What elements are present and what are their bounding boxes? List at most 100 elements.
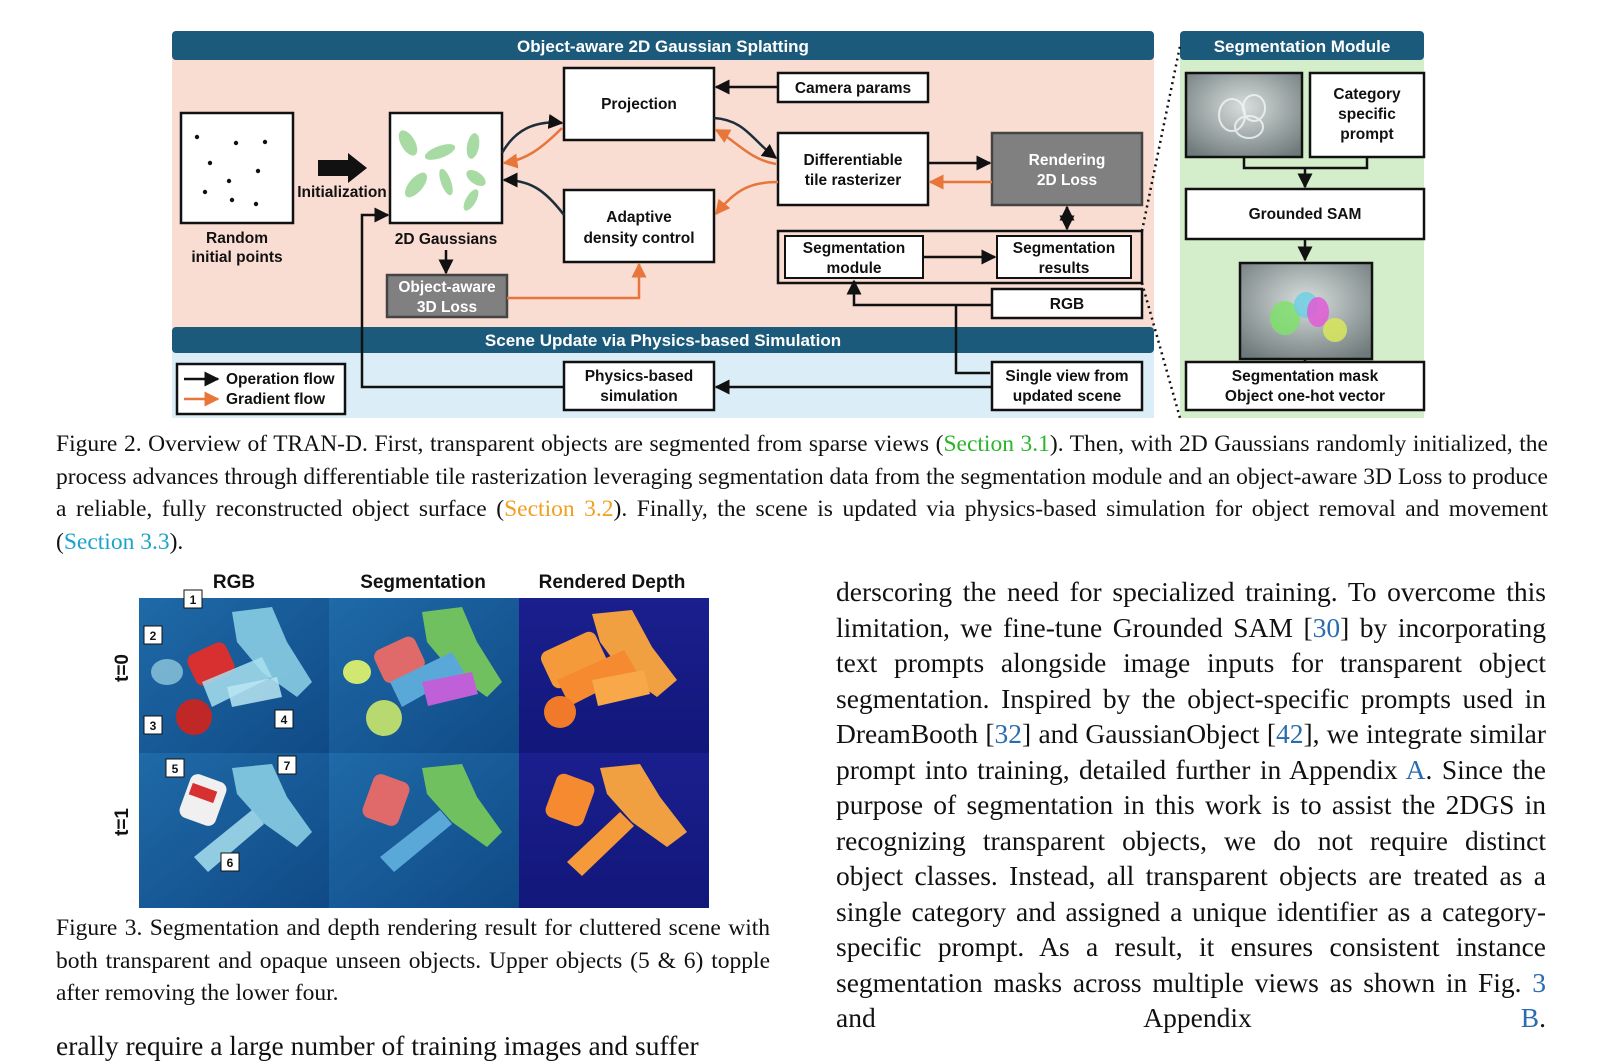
legend-gradient-label: Gradient flow — [226, 391, 326, 408]
rendering-loss-label-1: Rendering — [1029, 152, 1106, 169]
figure-3-image-grid: RGB Segmentation Rendered Depth t=0 t=1 — [112, 572, 709, 908]
random-points-label-1: Random — [206, 230, 268, 247]
grounded-sam-label: Grounded SAM — [1249, 206, 1362, 223]
rasterizer-box — [776, 131, 930, 207]
single-view-box — [990, 360, 1144, 412]
seg-module-label-2: module — [826, 260, 881, 277]
marker-6: 6 — [227, 856, 234, 870]
seg-t0-objects — [343, 607, 502, 736]
seg-mask-box — [1184, 360, 1426, 412]
marker-7: 7 — [284, 759, 291, 773]
rendering-loss-box — [990, 131, 1144, 207]
object-loss-label-2: 3D Loss — [417, 299, 477, 316]
figure-2-caption: Figure 2. Overview of TRAN-D. First, tra… — [56, 428, 1548, 558]
caption2-text: Figure 2. Overview of TRAN-D. First, tra… — [56, 431, 944, 457]
header-bar — [172, 31, 1154, 60]
marker-5: 5 — [172, 762, 179, 776]
single-view-label-2: updated scene — [1013, 388, 1122, 405]
seg-results-label-2: results — [1039, 260, 1090, 277]
rgb-t0-objects — [151, 607, 312, 735]
ref-42-link[interactable]: 42 — [1275, 718, 1304, 749]
seg-results-box — [996, 235, 1132, 279]
projection-label: Projection — [601, 96, 677, 113]
figure-3-caption: Figure 3. Segmentation and depth renderi… — [56, 915, 770, 1006]
body-text: . — [1539, 1002, 1546, 1033]
row-t0-label: t=0 — [112, 654, 133, 682]
projection-box — [562, 66, 716, 142]
gaussians-label: 2D Gaussians — [395, 231, 498, 248]
appendix-a-link[interactable]: A — [1405, 753, 1426, 785]
rasterizer-label-1: Differentiable — [803, 152, 902, 169]
section-3-2-link[interactable]: Section 3.2 — [504, 496, 614, 522]
marker-3: 3 — [150, 719, 157, 733]
physics-label-1: Physics-based — [585, 368, 694, 385]
ref-30-link[interactable]: 30 — [1312, 611, 1341, 643]
col-rgb-label: RGB — [213, 572, 255, 593]
body-paragraph: derscoring the need for specialized trai… — [836, 574, 1546, 1036]
seg-mask-label-1: Segmentation mask — [1232, 368, 1379, 385]
row-t1-label: t=1 — [112, 808, 133, 836]
marker-4: 4 — [281, 713, 288, 727]
seg-results-label-1: Segmentation — [1013, 240, 1115, 257]
body-text: . Since the purpose of segmentation in t… — [836, 753, 1546, 998]
rasterizer-label-2: tile rasterizer — [805, 172, 902, 189]
section-3-1-link[interactable]: Section 3.1 — [943, 431, 1050, 457]
object-markers: 1 2 3 4 5 6 7 — [143, 589, 297, 872]
body-text: ] and GaussianObject [ — [1022, 718, 1276, 749]
rgb-box — [990, 287, 1144, 320]
fig-3-link[interactable]: 3 — [1532, 966, 1546, 998]
truncated-text-line: erally require a large number of trainin… — [56, 1030, 699, 1061]
caption2-text: ). — [169, 528, 184, 555]
body-text: and Appendix — [836, 1002, 1521, 1033]
gaussian-ellipses — [398, 130, 486, 211]
marker-2: 2 — [150, 629, 157, 643]
header-bar — [1180, 31, 1424, 60]
body-text: ], we integrate similar prompt into trai… — [836, 718, 1546, 785]
ref-32-link[interactable]: 32 — [994, 718, 1023, 749]
random-points-box — [179, 111, 295, 225]
initialization-label: Initialization — [297, 184, 387, 201]
glass-objects — [1218, 94, 1266, 139]
adaptive-label-2: density control — [583, 230, 694, 247]
rgb-t1-objects — [179, 764, 312, 872]
rgb-label: RGB — [1050, 296, 1084, 313]
appendix-b-link[interactable]: B — [1520, 1002, 1540, 1033]
depth-t0-objects — [540, 610, 677, 728]
adaptive-label-1: Adaptive — [606, 209, 672, 226]
diagram-connectors — [360, 45, 1182, 419]
category-prompt-label-1: Category — [1333, 86, 1401, 103]
caption2-text: ). Then, with 2D Gaussians randomly init… — [56, 431, 1548, 522]
figure-2-diagram: Object-aware 2D Gaussian Splatting Segme… — [172, 31, 1426, 419]
category-prompt-label-3: prompt — [1340, 126, 1393, 143]
body-text: derscoring the need for specialized trai… — [836, 576, 1546, 643]
object-loss-label-1: Object-aware — [398, 279, 496, 296]
header-segmentation-module: Segmentation Module — [1214, 37, 1391, 56]
section-3-3-link[interactable]: Section 3.3 — [63, 528, 170, 555]
single-view-label-1: Single view from — [1005, 368, 1128, 385]
rendering-loss-label-2: 2D Loss — [1037, 172, 1097, 189]
random-points-label-2: initial points — [191, 249, 282, 266]
header-scene-update: Scene Update via Physics-based Simulatio… — [485, 331, 841, 350]
marker-1: 1 — [190, 593, 197, 607]
initialization-arrow — [318, 153, 367, 183]
object-loss-box — [385, 273, 509, 319]
category-prompt-label-2: specific — [1338, 106, 1396, 123]
random-dots — [194, 134, 268, 207]
segmentation-container — [776, 229, 1144, 285]
gaussians-box — [388, 111, 504, 225]
seg-mask-label-2: Object one-hot vector — [1225, 388, 1385, 405]
col-depth-label: Rendered Depth — [539, 572, 686, 593]
camera-params-box — [776, 71, 930, 104]
caption2-text: ). Finally, the scene is updated via phy… — [56, 496, 1548, 555]
camera-params-label: Camera params — [795, 80, 911, 97]
seg-t1-objects — [362, 764, 502, 872]
header-gaussian-splatting: Object-aware 2D Gaussian Splatting — [517, 37, 809, 56]
legend-operation-label: Operation flow — [226, 371, 335, 388]
header-bar — [172, 327, 1154, 353]
col-segmentation-label: Segmentation — [360, 572, 486, 593]
depth-t1-objects — [545, 764, 687, 876]
mask-objects — [1270, 292, 1347, 342]
body-text: ] by incorporating text prompts alongsid… — [836, 611, 1547, 750]
physics-label-2: simulation — [600, 388, 678, 405]
seg-module-label-1: Segmentation — [803, 240, 905, 257]
